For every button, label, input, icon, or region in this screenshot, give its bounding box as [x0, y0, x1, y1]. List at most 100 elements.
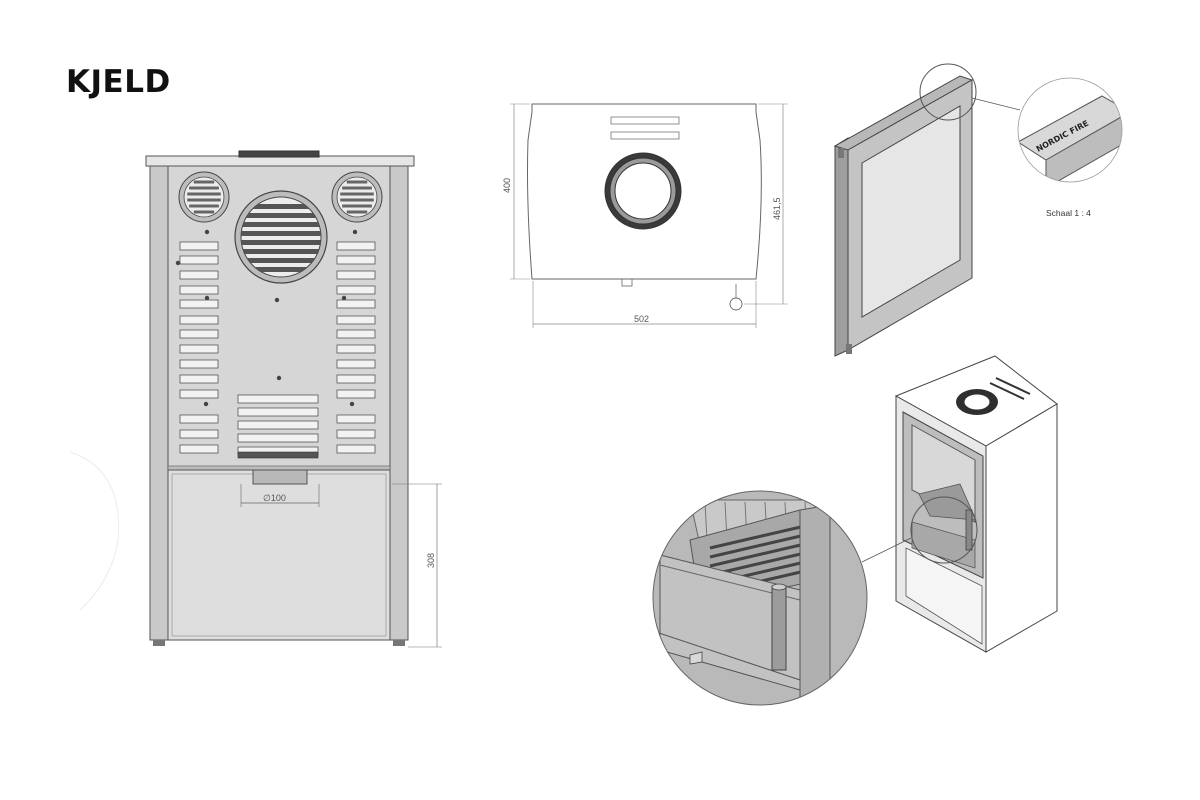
louver-slot — [336, 344, 376, 354]
louver-slot — [336, 429, 376, 439]
stove-handle — [965, 509, 973, 551]
vent-bar — [193, 210, 215, 214]
louver-slot — [336, 315, 376, 325]
louver-slot — [336, 241, 376, 251]
vent-bar — [346, 210, 368, 214]
edge-arc — [69, 451, 120, 611]
screw — [274, 297, 280, 303]
zoom-handle-cap — [771, 583, 787, 591]
grill-bar — [241, 258, 321, 263]
top-knob — [729, 297, 743, 311]
vent-bar — [189, 186, 219, 190]
grill-bars — [241, 204, 321, 272]
grate-zoom-detail — [652, 490, 868, 706]
top-view: 400 461,5 502 — [502, 103, 788, 328]
vent-bar — [346, 180, 368, 184]
door-glass — [861, 105, 961, 318]
zoom-grate-bar — [709, 524, 806, 550]
vent-bar — [342, 204, 372, 208]
louver-slot-center — [237, 407, 319, 417]
stove-detail-circle — [910, 496, 978, 564]
door-detail-circle — [919, 63, 977, 121]
louver-slot — [179, 315, 219, 325]
stove-top-slot-2 — [995, 377, 1031, 395]
rear-flue-collar — [238, 150, 320, 158]
door-isometric — [833, 63, 1021, 357]
louver-slot — [336, 389, 376, 399]
louver-slot-center — [237, 420, 319, 430]
stove-top-flue-inner — [963, 393, 991, 411]
screw — [349, 401, 355, 407]
louver-slot — [179, 241, 219, 251]
vent-bar — [193, 180, 215, 184]
rear-lower-panel — [167, 469, 391, 641]
dim-308-label: 308 — [426, 553, 436, 568]
stove-firebox-grate — [918, 483, 977, 521]
grill-bar — [241, 204, 321, 209]
zoom-rib — [704, 501, 708, 541]
dim-400-label: 400 — [502, 178, 512, 193]
screw — [175, 260, 181, 266]
left-louver-slots — [179, 241, 219, 454]
rear-left-foot — [153, 640, 165, 646]
screw — [204, 295, 210, 301]
vent-bar — [340, 198, 374, 202]
grill-bar — [241, 222, 321, 227]
louver-slot — [336, 359, 376, 369]
door-leader-line — [971, 97, 1021, 111]
stove-top-slot-1 — [989, 382, 1025, 400]
louver-slot — [179, 444, 219, 454]
louver-slot — [336, 329, 376, 339]
screw — [341, 295, 347, 301]
stove-leader-line — [861, 537, 912, 563]
zoom-grate-bar — [709, 542, 806, 568]
door-hinge-bottom — [846, 344, 852, 354]
louver-slot — [336, 374, 376, 384]
vent-bar — [189, 204, 219, 208]
grill-bar — [241, 240, 321, 245]
rear-right-foot — [393, 640, 405, 646]
vent-bar — [342, 186, 372, 190]
louver-slot — [336, 285, 376, 295]
center-louver-slots — [237, 394, 319, 459]
louver-slot-center — [237, 433, 319, 443]
right-louver-slots — [336, 241, 376, 454]
dim-diameter-label: ∅100 — [263, 493, 286, 503]
dim-4615-label: 461,5 — [772, 197, 782, 220]
top-slot-2 — [610, 131, 680, 140]
screw — [276, 375, 282, 381]
right-round-vent — [331, 171, 383, 223]
screw — [203, 401, 209, 407]
vent-bar — [340, 192, 374, 196]
product-title: KJELD — [66, 64, 171, 100]
louver-slot — [179, 429, 219, 439]
zoom-grate-bar — [709, 533, 806, 559]
louver-slot — [179, 414, 219, 424]
rear-left-side — [149, 165, 169, 641]
louver-slot — [336, 299, 376, 309]
screw — [204, 229, 210, 235]
louver-slot — [179, 255, 219, 265]
stove-lower-opening — [905, 547, 983, 645]
louver-slot — [336, 255, 376, 265]
louver-slot — [179, 344, 219, 354]
rear-right-side — [389, 165, 409, 641]
zoom-detail-circle — [652, 490, 868, 706]
zoom-lower-edge — [653, 629, 801, 681]
zoom-clip — [689, 651, 703, 665]
louver-slot-dark — [237, 451, 319, 459]
left-round-vent — [178, 171, 230, 223]
rear-screws — [175, 229, 358, 407]
vent-bar — [187, 192, 221, 196]
louver-slot-center — [237, 394, 319, 404]
top-tab — [621, 278, 633, 287]
louver-slot — [179, 374, 219, 384]
louver-slot — [179, 329, 219, 339]
screw — [352, 229, 358, 235]
louver-slot — [179, 299, 219, 309]
rear-air-intake — [252, 469, 308, 485]
grill-bar — [241, 231, 321, 236]
badge-detail: NORDIC FIRE Schaal 1 : 4 — [1017, 77, 1123, 218]
top-slot-1 — [610, 116, 680, 125]
